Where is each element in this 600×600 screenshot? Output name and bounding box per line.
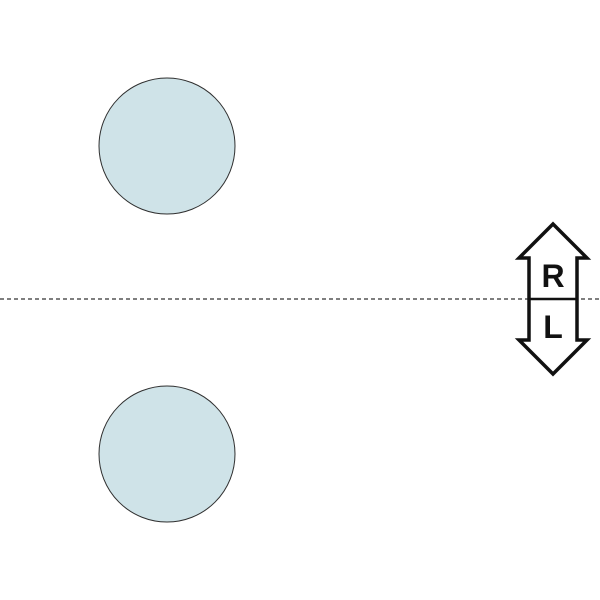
left-label: L	[543, 309, 563, 345]
double-arrow-indicator: R L	[514, 221, 592, 377]
right-label: R	[541, 258, 564, 294]
lower-circle	[98, 385, 236, 523]
upper-circle	[98, 77, 236, 215]
